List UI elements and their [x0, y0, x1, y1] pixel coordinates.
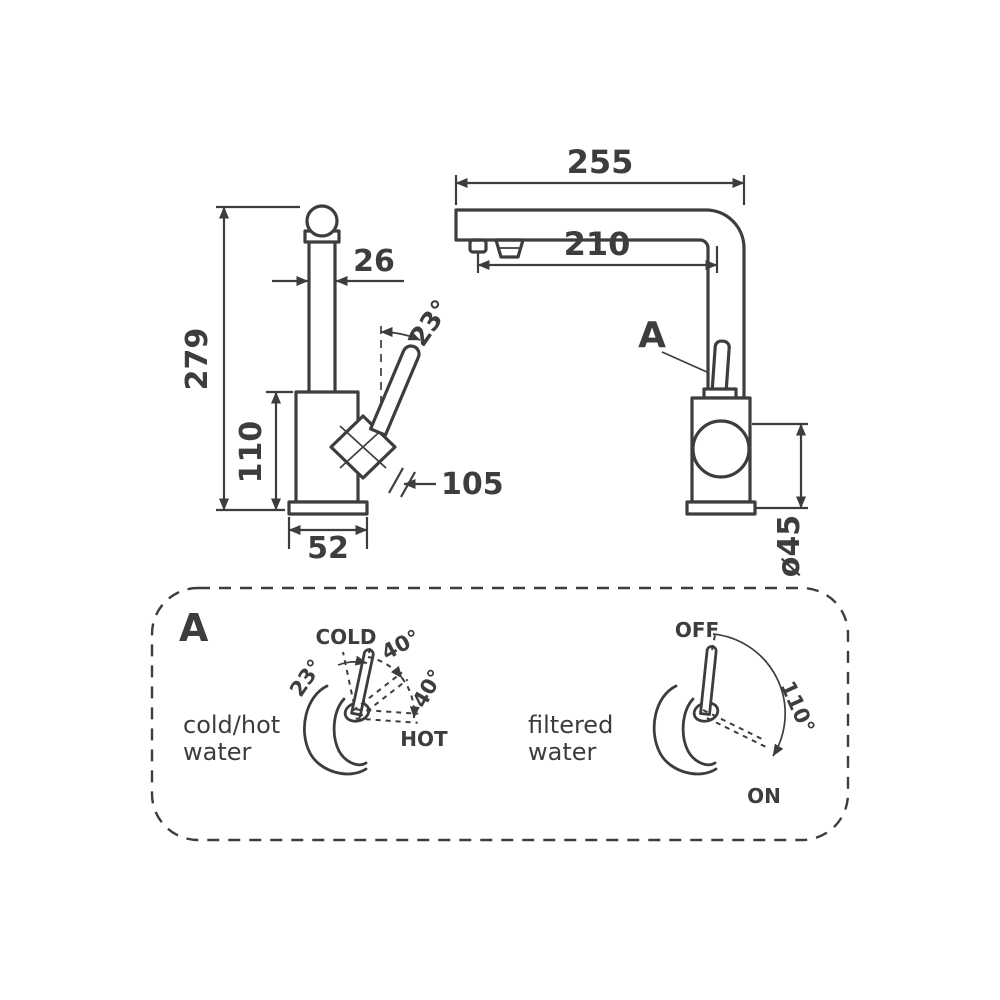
filter-range-arc: [712, 633, 786, 757]
mixer-cold-label: COLD: [315, 625, 376, 649]
mixer-cold-arc: [367, 656, 403, 679]
mixer-lever-hot-dashed: [355, 717, 418, 724]
mixer-caption-2: water: [183, 738, 252, 766]
filter-off-label: OFF: [675, 618, 719, 642]
dim-body-diameter: ø45: [752, 422, 808, 577]
mixer-lever-cold-dashed: [352, 671, 403, 712]
dim-279-label: 279: [180, 328, 215, 391]
leader-line: [661, 351, 708, 373]
dim-105-label: 105: [441, 467, 504, 502]
front-base: [685, 500, 757, 516]
mixer-detail: cold/hot water 23° COLD 40° 40° HOT: [183, 625, 449, 776]
dim-handle-length: 105: [388, 467, 504, 502]
aerator-2: [494, 238, 525, 259]
dim-52-label: 52: [307, 531, 349, 566]
mixer-body-inner: [332, 697, 368, 767]
mixer-hot-arc: [401, 677, 420, 719]
dim-base-width: 52: [287, 517, 369, 566]
dim-overall-width: 255: [454, 143, 746, 205]
dim-26-label: 26: [353, 244, 395, 279]
dim-255-label: 255: [567, 143, 634, 181]
mixer-body-outer: [303, 684, 368, 776]
dim-45-label: ø45: [772, 515, 807, 577]
dim-spout-reach: 210: [476, 225, 719, 273]
front-view: 255 210 A ø45: [454, 143, 808, 577]
side-base: [287, 500, 369, 516]
front-handle-lever: [710, 339, 731, 395]
filter-lever-on-dashed: [706, 717, 769, 749]
mixer-lever-hot-dashed: [356, 708, 419, 715]
dim-body-height: 110: [234, 390, 293, 511]
dim-110-label: 110: [234, 421, 269, 484]
angle-arc: [380, 327, 421, 341]
side-pipe: [307, 238, 337, 396]
filter-detail: filtered water OFF 110° ON: [528, 618, 819, 808]
detail-ref-label: A: [638, 315, 666, 356]
filter-lever-on-dashed: [702, 709, 765, 741]
mixer-cold-angle-label: 40°: [378, 625, 424, 665]
mixer-tilt-arc: [337, 655, 368, 666]
filter-body-outer: [652, 684, 718, 776]
panel-border: [150, 586, 850, 842]
side-view: 279 110 26 23° 105: [180, 204, 504, 566]
filter-caption-2: water: [528, 738, 597, 766]
filter-caption-1: filtered: [528, 711, 613, 739]
tick: [388, 467, 404, 494]
front-knob: [691, 419, 751, 479]
filter-body-inner: [681, 697, 717, 767]
detail-panel: A cold/hot water 23° COLD 40° 40° HOT: [150, 586, 850, 842]
filter-range-label: 110°: [775, 677, 819, 736]
panel-ref-label: A: [179, 606, 209, 650]
dim-210-label: 210: [564, 225, 631, 263]
mixer-hot-label: HOT: [400, 727, 448, 751]
angle-23-label: 23°: [404, 295, 457, 352]
mixer-lever-ext-dashed: [368, 637, 373, 654]
mixer-caption-1: cold/hot: [183, 711, 280, 739]
side-cap: [305, 204, 339, 238]
dim-handle-angle: 23°: [380, 295, 457, 352]
filter-on-label: ON: [747, 784, 781, 808]
aerator-1: [468, 238, 488, 254]
filter-off-ref-dashed: [711, 629, 717, 651]
side-handle-lever: [369, 344, 421, 437]
mixer-tilt-label: 23°: [285, 655, 327, 701]
mixer-hot-angle-label: 40°: [408, 665, 449, 711]
mixer-lever-solid: [350, 648, 375, 717]
dim-pipe-diameter: 26: [272, 244, 404, 286]
detail-reference: A: [638, 315, 708, 373]
